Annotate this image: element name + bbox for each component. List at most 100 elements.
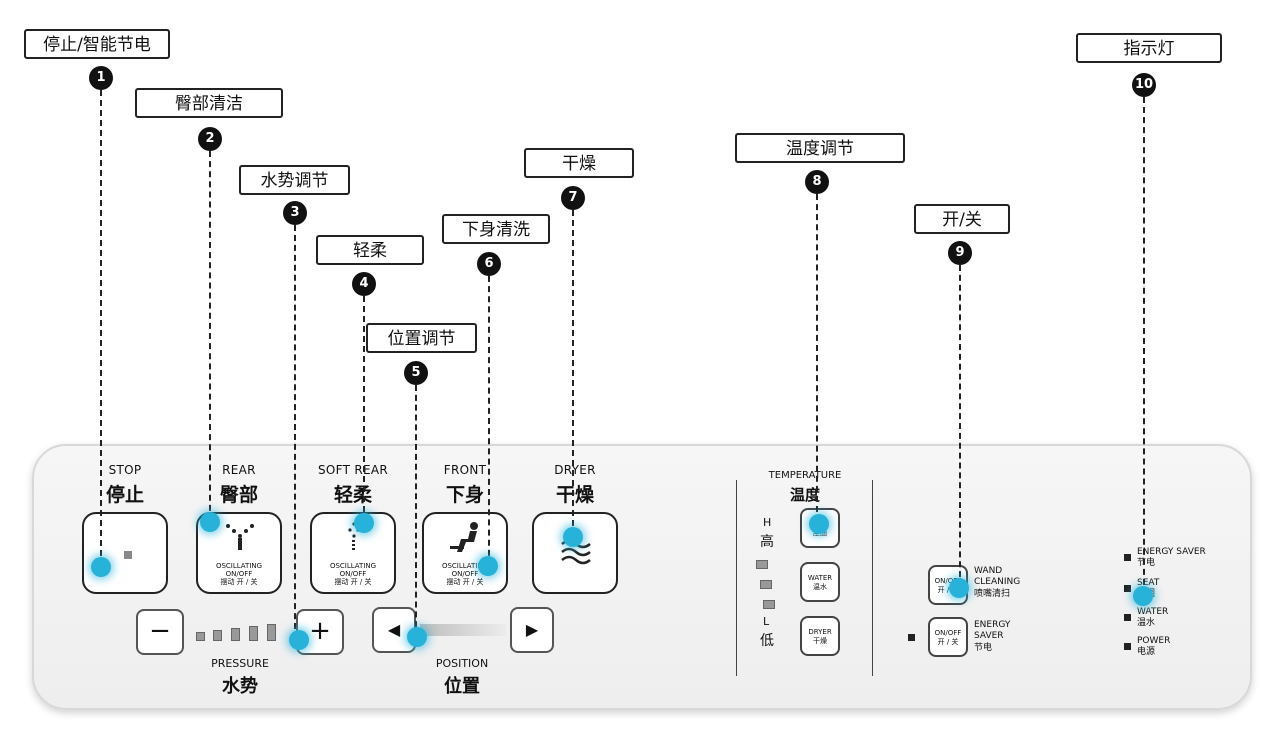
- callout-soft: 轻柔: [316, 235, 424, 265]
- water-temp-button[interactable]: WATER 温水: [800, 562, 840, 602]
- pressure-label-en: PRESSURE: [211, 657, 269, 670]
- indicator-led-water: [1124, 614, 1131, 621]
- saver-btn-en: ON/OFF: [934, 629, 962, 637]
- callout-number-6: 6: [477, 252, 501, 276]
- pressure-minus-button[interactable]: −: [136, 609, 184, 655]
- rear-osc-cn: 摆动 开 / 关: [220, 578, 258, 586]
- front-osc-cn: 摆动 开 / 关: [446, 578, 484, 586]
- stop-label-cn: 停止: [105, 484, 144, 506]
- callout-temperature: 温度调节: [735, 133, 905, 163]
- dryer-button[interactable]: [532, 512, 618, 594]
- position-label-en: POSITION: [435, 657, 489, 670]
- callout-stop-energy: 停止/智能节电: [24, 29, 170, 59]
- pressure-label-cn: 水势: [222, 676, 258, 697]
- soft-rear-button[interactable]: OSCILLATING ON/OFF 摆动 开 / 关: [310, 512, 396, 594]
- soft-osc-cn: 摆动 开 / 关: [334, 578, 372, 586]
- stop-label-en: STOP: [108, 463, 142, 477]
- leader-line-5: [415, 385, 417, 637]
- callout-rear-clean: 臀部清洁: [135, 88, 283, 118]
- highlight-dryer: [563, 527, 583, 547]
- wand-label-en1: WAND: [974, 566, 1003, 576]
- temperature-divider-right: [872, 480, 873, 676]
- dryer-temp-button[interactable]: DRYER 干燥: [800, 616, 840, 656]
- wand-btn-en: ON/OFF: [934, 577, 962, 585]
- front-osc-en: OSCILLATING: [441, 562, 489, 570]
- leader-line-9: [959, 265, 961, 587]
- energy-saver-button[interactable]: ON/OFF 开 / 关: [928, 617, 968, 657]
- indicator-energy-cn: 节电: [1137, 558, 1156, 568]
- indicator-energy-en: ENERGY SAVER: [1137, 547, 1206, 557]
- highlight-temperature: [809, 514, 829, 534]
- callout-position-adjust: 位置调节: [366, 323, 477, 353]
- highlight-indicator: [1133, 586, 1153, 606]
- pressure-level-4: [249, 626, 258, 641]
- position-slider-track[interactable]: [420, 624, 506, 636]
- saver-btn-cn: 开 / 关: [937, 638, 959, 646]
- position-right-button[interactable]: ▶: [510, 607, 554, 653]
- rear-label-cn: 臀部: [219, 484, 258, 506]
- indicator-water-en: WATER: [1137, 607, 1169, 617]
- temp-high-cn: 高: [760, 534, 774, 550]
- indicator-water-cn: 温水: [1137, 618, 1156, 628]
- highlight-stop: [91, 557, 111, 577]
- temperature-divider-left: [736, 480, 737, 676]
- callout-front-wash: 下身清洗: [442, 214, 550, 244]
- stop-button[interactable]: [82, 512, 168, 594]
- saver-label-en2: SAVER: [974, 631, 1004, 641]
- leader-line-1: [100, 90, 102, 566]
- temp-level-1: [756, 560, 768, 569]
- leader-line-3: [294, 225, 296, 639]
- front-osc-onoff: ON/OFF: [451, 570, 479, 578]
- wand-btn-cn: 开 / 关: [937, 586, 959, 594]
- callout-number-8: 8: [805, 170, 829, 194]
- pressure-level-2: [213, 630, 222, 641]
- callout-pressure-adjust: 水势调节: [239, 165, 350, 195]
- front-label-en: FRONT: [443, 463, 487, 477]
- highlight-wand: [949, 578, 969, 598]
- highlight-position: [407, 627, 427, 647]
- leader-line-4: [363, 296, 365, 522]
- callout-number-10: 10: [1132, 73, 1156, 97]
- wand-label-cn: 喷嘴清扫: [974, 589, 1011, 599]
- callout-number-2: 2: [198, 127, 222, 151]
- front-label-cn: 下身: [445, 484, 484, 506]
- temp-level-2: [760, 580, 772, 589]
- pressure-level-1: [196, 632, 205, 641]
- saver-label-cn: 节电: [974, 643, 993, 653]
- dryer-label-en: DRYER: [554, 463, 596, 477]
- highlight-soft: [354, 513, 374, 533]
- pressure-level-5: [267, 624, 276, 641]
- rear-spray-icon: [226, 524, 254, 550]
- pressure-level-3: [231, 628, 240, 641]
- water-temp-cn: 温水: [813, 583, 827, 591]
- soft-label-en: SOFT REAR: [317, 463, 389, 477]
- leader-line-2: [209, 151, 211, 521]
- saver-label-en1: ENERGY: [974, 620, 1011, 630]
- indicator-led-power: [1124, 643, 1131, 650]
- callout-number-4: 4: [352, 272, 376, 296]
- wand-label-en2: CLEANING: [974, 577, 1021, 587]
- callout-number-5: 5: [404, 361, 428, 385]
- indicator-seat-en: SEAT: [1137, 578, 1160, 588]
- callout-number-7: 7: [561, 186, 585, 210]
- indicator-power-cn: 电源: [1137, 647, 1156, 657]
- leader-line-8: [816, 194, 818, 522]
- dryer-temp-cn: 干燥: [813, 637, 827, 645]
- indicator-led-energy: [1124, 554, 1131, 561]
- indicator-power-en: POWER: [1137, 636, 1171, 646]
- highlight-pressure: [289, 630, 309, 650]
- front-person-icon: [450, 522, 478, 552]
- stop-indicator-icon: [124, 551, 132, 559]
- temp-level-3: [763, 600, 775, 609]
- position-label-cn: 位置: [444, 676, 480, 697]
- indicator-led-seat: [1124, 585, 1131, 592]
- front-button[interactable]: OSCILLATING ON/OFF 摆动 开 / 关: [422, 512, 508, 594]
- callout-number-1: 1: [89, 66, 113, 90]
- rear-label-en: REAR: [222, 463, 256, 477]
- callout-number-3: 3: [283, 201, 307, 225]
- dryer-label-cn: 干燥: [555, 484, 594, 506]
- highlight-front: [478, 556, 498, 576]
- temp-low-en: L: [763, 615, 770, 628]
- rear-osc-onoff: ON/OFF: [225, 570, 253, 578]
- dryer-temp-en: DRYER: [808, 628, 832, 636]
